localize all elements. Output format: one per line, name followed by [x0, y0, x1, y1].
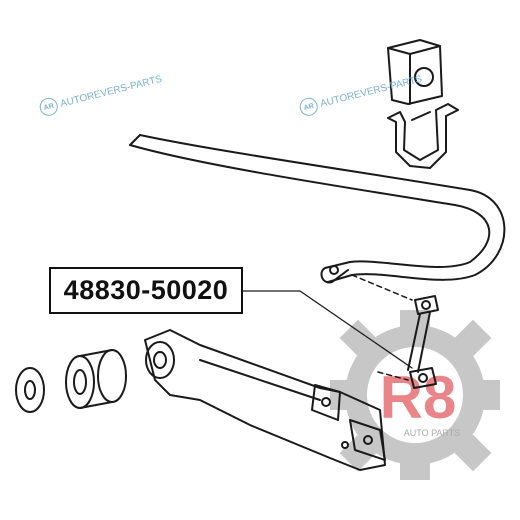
stabilizer-link — [407, 295, 439, 389]
part-number: 48830-50020 — [63, 275, 229, 305]
washer — [15, 367, 45, 413]
r8-logo-tagline: AUTO PARTS — [404, 428, 461, 438]
bushing-clamp — [387, 103, 459, 169]
arm-bushing — [65, 349, 127, 409]
stabilizer-bushing — [387, 39, 443, 105]
r8-logo-mark: R8 — [380, 364, 457, 431]
assembly-lines — [351, 274, 413, 381]
part-number-label: 48830-50020 — [49, 267, 243, 314]
stabilizer-bar — [129, 134, 506, 284]
leader-line — [242, 290, 413, 369]
lower-control-arm — [144, 329, 386, 471]
